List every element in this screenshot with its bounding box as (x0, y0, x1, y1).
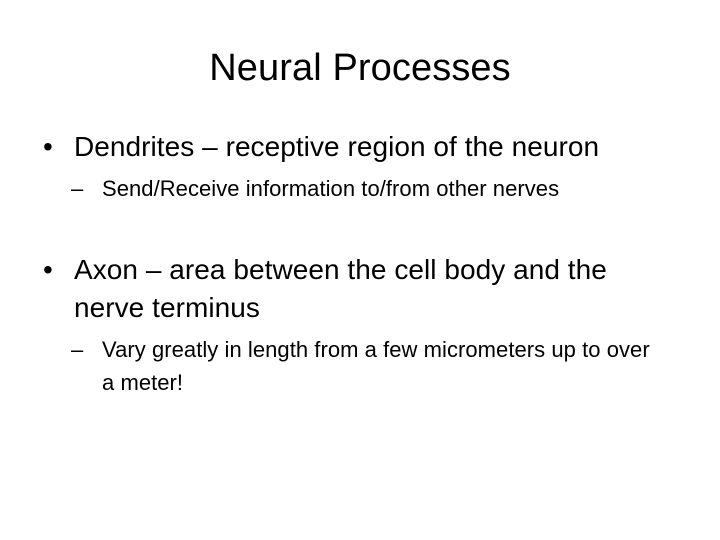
sub-bullet-item-send-receive: – Send/Receive information to/from other… (0, 172, 664, 205)
bullet-item-dendrites: • Dendrites – receptive region of the ne… (0, 128, 639, 166)
sub-bullet-dash-icon: – (71, 176, 84, 201)
bullet-item-label: Axon – area between the cell body and th… (74, 254, 607, 323)
bullet-dot-icon: • (43, 131, 53, 162)
page-title: Neural Processes (209, 47, 511, 89)
sub-bullet-item-label: Send/Receive information to/from other n… (102, 176, 560, 201)
sub-bullet-dash-icon: – (71, 337, 84, 362)
slide-body: • Dendrites – receptive region of the ne… (0, 128, 720, 399)
bullet-dot-icon: • (43, 254, 53, 285)
bullet-item-axon: • Axon – area between the cell body and … (0, 251, 639, 327)
sub-bullet-item-vary-greatly: – Vary greatly in length from a few micr… (0, 333, 664, 399)
bullet-item-label: Dendrites – receptive region of the neur… (74, 131, 600, 162)
sub-bullet-item-label: Vary greatly in length from a few microm… (102, 337, 650, 395)
spacer (0, 205, 720, 251)
